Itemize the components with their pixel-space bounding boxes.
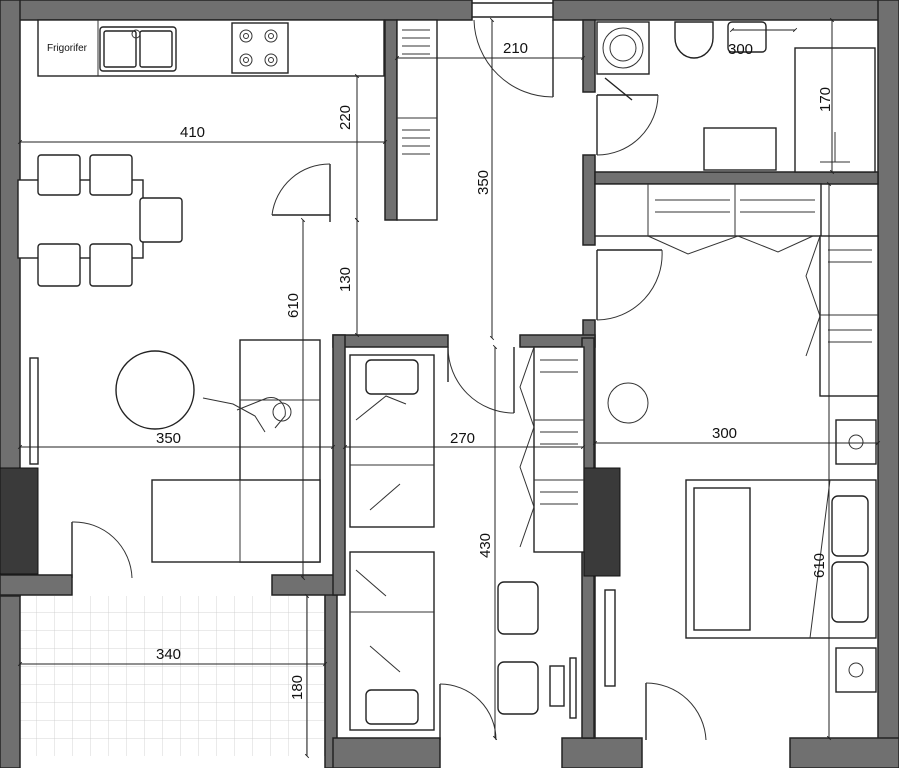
dimension-lines bbox=[17, 17, 881, 759]
dim-kitchen-width: 410 bbox=[180, 124, 205, 141]
dim-balcony-width: 340 bbox=[156, 646, 181, 663]
dim-balcony-depth: 180 bbox=[289, 675, 306, 700]
hall-wardrobe bbox=[396, 19, 438, 221]
dim-living-height: 610 bbox=[285, 293, 302, 318]
kitchen-door[interactable] bbox=[271, 163, 331, 222]
dining-table bbox=[17, 154, 183, 287]
living-room-furniture bbox=[29, 339, 321, 563]
dim-hall-length: 350 bbox=[475, 170, 492, 195]
balcony bbox=[20, 596, 325, 756]
fridge-label: Frigorifer bbox=[47, 43, 88, 54]
dim-middle-width: 270 bbox=[450, 430, 475, 447]
dim-passage: 130 bbox=[337, 267, 354, 292]
interior-walls bbox=[0, 19, 879, 739]
dim-bath-width: 300 bbox=[728, 41, 753, 58]
dim-hall-door: 210 bbox=[503, 40, 528, 57]
middle-room-furniture bbox=[349, 346, 585, 731]
bathroom-door[interactable] bbox=[596, 77, 659, 156]
bedroom-door[interactable] bbox=[596, 249, 663, 321]
dimension-labels: 410 220 210 350 300 170 610 130 350 270 … bbox=[156, 40, 834, 700]
double-bed bbox=[604, 382, 877, 693]
dim-bedroom-height: 610 bbox=[811, 553, 828, 578]
dim-bath-depth: 170 bbox=[817, 87, 834, 112]
balcony-door[interactable] bbox=[71, 521, 133, 579]
dim-kitchen-depth: 220 bbox=[337, 105, 354, 130]
bedroom-exit-door[interactable] bbox=[645, 682, 707, 741]
bedroom-wardrobe bbox=[594, 183, 879, 397]
dim-living-width: 350 bbox=[156, 430, 181, 447]
kitchen-counter bbox=[37, 19, 385, 77]
dim-middle-height: 430 bbox=[477, 533, 494, 558]
dim-bedroom-width: 300 bbox=[712, 425, 737, 442]
